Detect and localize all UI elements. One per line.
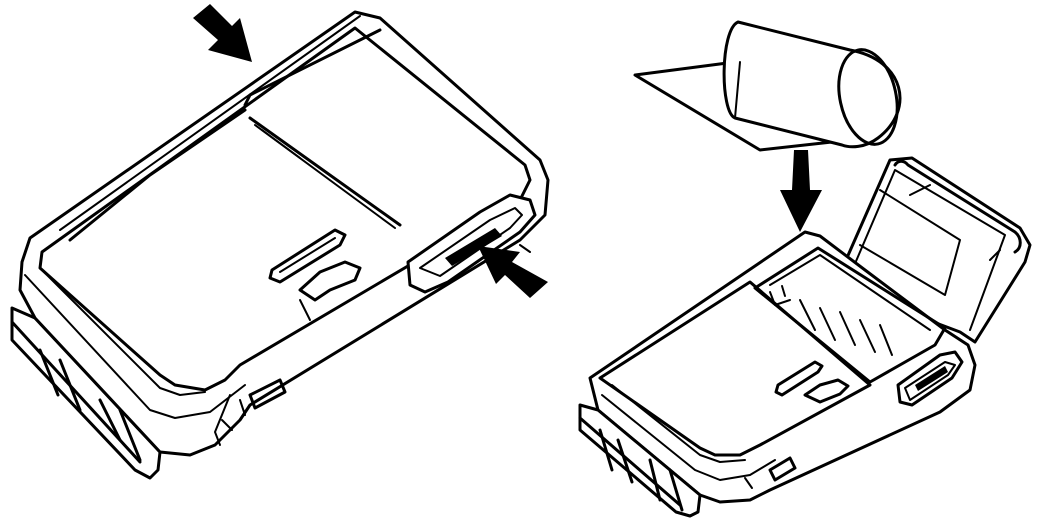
open-printer-illustration (578, 20, 1032, 518)
dc-port-open (768, 456, 797, 482)
press-arrow-icon (478, 246, 548, 298)
closed-printer-illustration (10, 4, 550, 480)
paper-compartment (753, 246, 947, 384)
press-arrow-icon (193, 4, 252, 62)
lid-release-button-open (774, 360, 824, 397)
paper-roll (633, 20, 902, 152)
dc-port (248, 378, 287, 410)
down-arrow-icon (780, 150, 822, 232)
paper-outlet-slot (248, 116, 402, 227)
printer-battery-block (578, 403, 702, 518)
printer-top-surface (38, 26, 532, 392)
printer-base-body (588, 230, 977, 504)
